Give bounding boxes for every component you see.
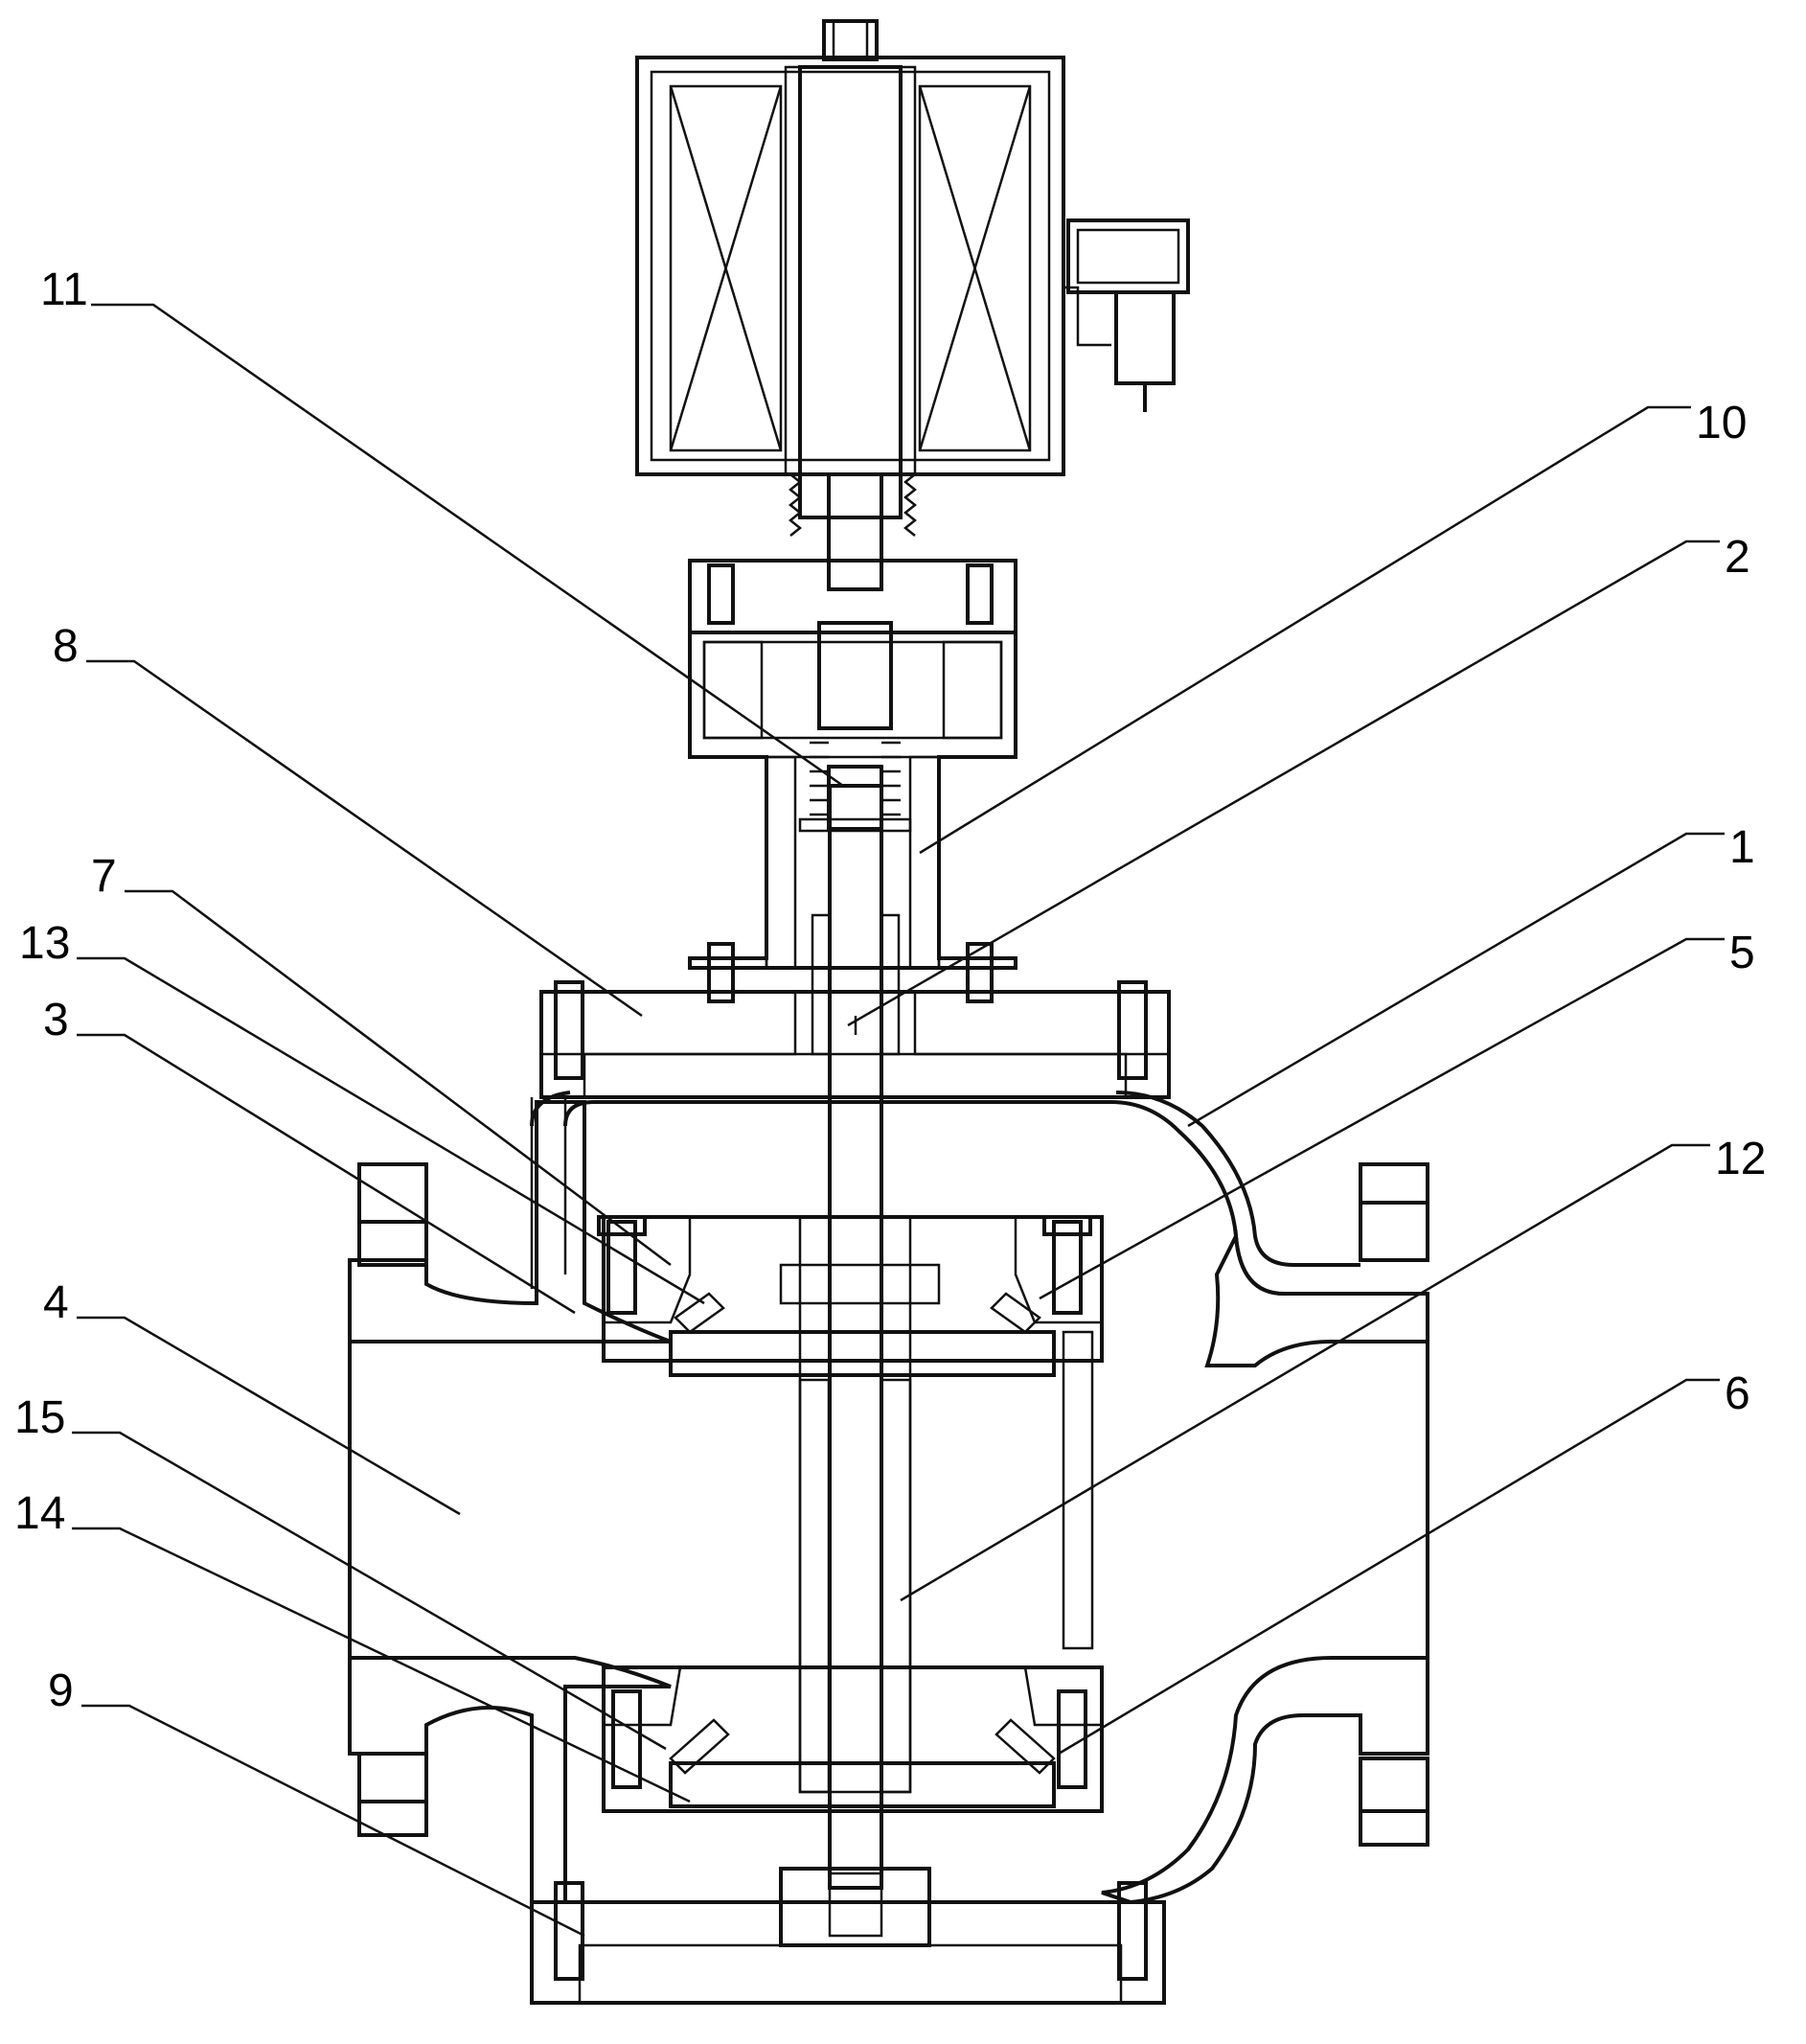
leader-line-6 — [1058, 1378, 1720, 1756]
callout-label-8: 8 — [53, 621, 79, 672]
leader-line-11 — [91, 303, 844, 788]
stem-coupling — [798, 472, 912, 833]
callout-12: 12 — [900, 1134, 1766, 1602]
leader-line-12 — [900, 1143, 1710, 1602]
callout-label-2: 2 — [1725, 532, 1750, 583]
electrical-connector — [1063, 218, 1190, 412]
callout-3: 3 — [43, 995, 576, 1315]
callout-5: 5 — [1039, 928, 1755, 1300]
leader-line-3 — [77, 1033, 576, 1315]
callout-6: 6 — [1058, 1368, 1750, 1756]
bottom-cover — [530, 1867, 1166, 2005]
callout-10: 10 — [919, 398, 1747, 855]
valve-stem — [828, 784, 883, 1890]
callout-label-4: 4 — [43, 1277, 69, 1328]
callout-2: 2 — [847, 532, 1750, 1027]
callout-label-5: 5 — [1729, 928, 1755, 978]
callout-label-6: 6 — [1725, 1368, 1750, 1419]
leader-line-8 — [86, 659, 643, 1018]
bonnet-flange — [539, 913, 1171, 1099]
callout-label-7: 7 — [91, 851, 117, 902]
plunger-spring — [788, 473, 918, 537]
callout-label-11: 11 — [40, 264, 88, 315]
callout-11: 11 — [40, 264, 844, 788]
solenoid-coil-assembly — [635, 19, 1065, 519]
leader-line-1 — [1187, 832, 1725, 1128]
callout-label-1: 1 — [1729, 822, 1755, 873]
callout-label-14: 14 — [14, 1488, 65, 1539]
callout-label-9: 9 — [48, 1665, 74, 1716]
callout-label-10: 10 — [1696, 398, 1747, 448]
valve-body — [348, 1091, 1429, 1905]
leader-line-13 — [77, 956, 705, 1305]
leader-line-4 — [77, 1316, 461, 1516]
callout-14: 14 — [14, 1488, 691, 1803]
guide-sleeve — [798, 1215, 1094, 1794]
leader-line-7 — [125, 889, 672, 1266]
callout-1: 1 — [1187, 822, 1755, 1128]
callout-label-3: 3 — [43, 995, 69, 1045]
upper-valve-disc — [597, 1215, 1104, 1377]
callout-7: 7 — [91, 851, 672, 1266]
lower-valve-disc — [602, 1665, 1104, 1813]
callout-4: 4 — [43, 1277, 461, 1516]
callout-15: 15 — [14, 1392, 667, 1751]
leader-line-9 — [81, 1704, 585, 1938]
callout-label-13: 13 — [19, 918, 70, 969]
yoke-housing — [688, 559, 1017, 1003]
leader-line-5 — [1039, 937, 1725, 1300]
leader-line-2 — [847, 540, 1720, 1027]
callout-8: 8 — [53, 621, 643, 1018]
callout-label-15: 15 — [14, 1392, 65, 1443]
callout-label-12: 12 — [1715, 1134, 1766, 1184]
leader-line-10 — [919, 405, 1691, 855]
callout-9: 9 — [48, 1665, 585, 1938]
callout-13: 13 — [19, 918, 705, 1305]
leader-line-14 — [72, 1527, 691, 1803]
leader-line-15 — [72, 1431, 667, 1751]
